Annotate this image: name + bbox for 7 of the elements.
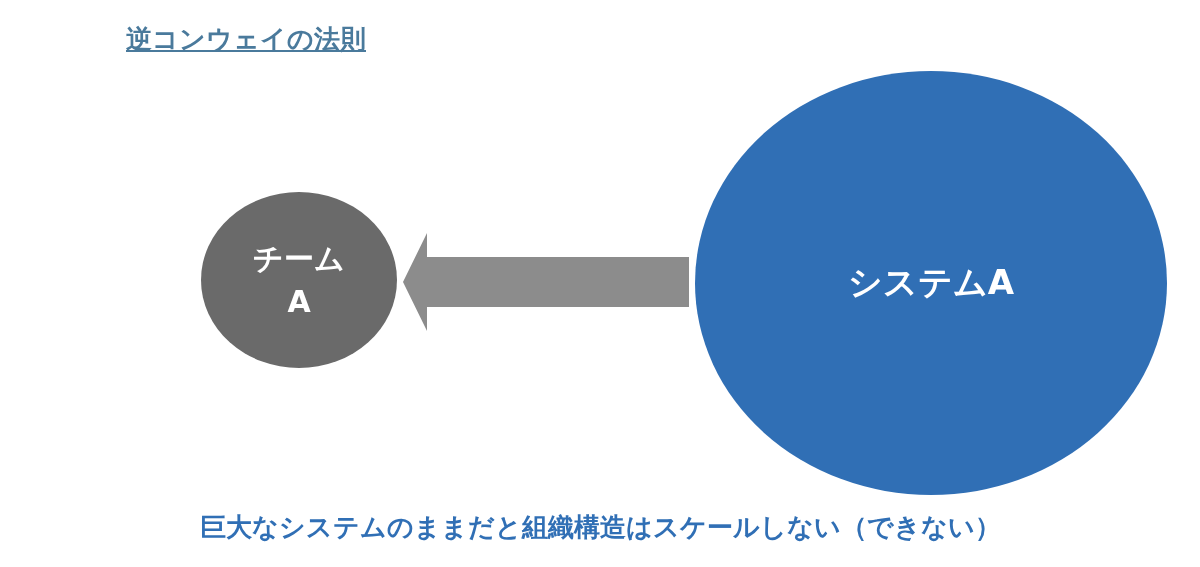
system-circle — [695, 71, 1167, 495]
node-label: チームA — [252, 239, 346, 321]
team-ellipse — [201, 192, 397, 368]
caption: 巨大なシステムのままだと組織構造はスケールしない（できない） — [199, 512, 1001, 542]
node-label: システムA — [847, 261, 1015, 305]
title: 逆コンウェイの法則 — [126, 23, 366, 56]
arrow — [403, 233, 689, 331]
